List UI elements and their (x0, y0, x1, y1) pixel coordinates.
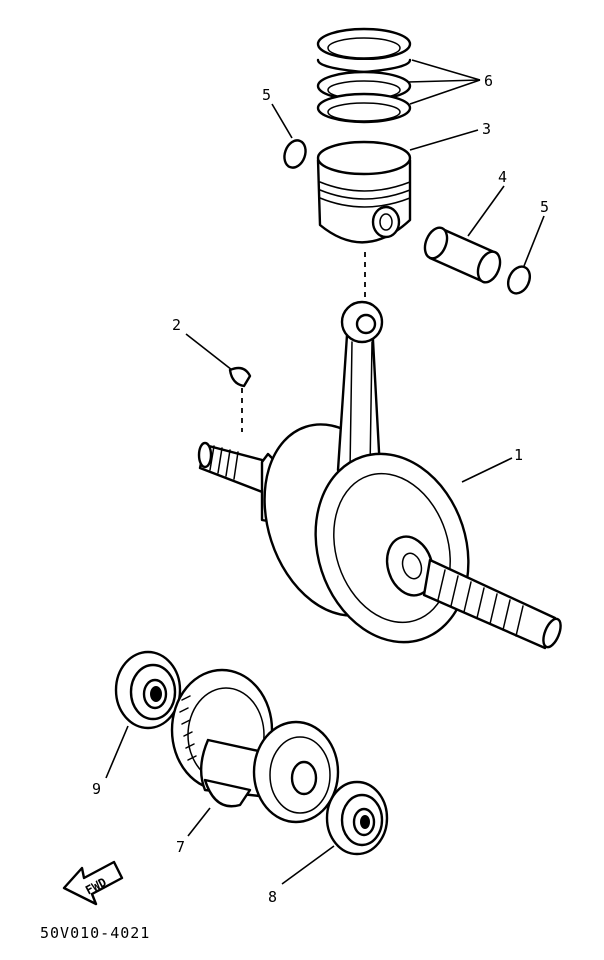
piston-rings (316, 27, 412, 124)
callout-5-left: 5 (262, 86, 271, 104)
piston-pin (423, 226, 502, 284)
callout-3: 3 (482, 120, 491, 138)
circlip-right (506, 265, 532, 295)
bearing-right (325, 780, 389, 856)
woodruff-key (228, 366, 252, 388)
callout-8: 8 (268, 888, 277, 906)
crankshaft-assembly (197, 300, 562, 650)
forward-direction-arrow: FWD (62, 860, 124, 906)
callout-2: 2 (172, 316, 181, 334)
callout-6: 6 (484, 72, 493, 90)
circlip-left (283, 139, 307, 169)
leader-lines (105, 59, 545, 885)
callout-7: 7 (176, 838, 185, 856)
bearing-left (114, 650, 182, 730)
callout-5-right: 5 (540, 198, 549, 216)
balancer-shaft (170, 668, 340, 824)
callout-4: 4 (498, 168, 507, 186)
piston (316, 140, 412, 244)
diagram-code: 50V010-4021 (40, 924, 150, 942)
callout-1: 1 (514, 446, 523, 464)
callout-9: 9 (92, 780, 101, 798)
